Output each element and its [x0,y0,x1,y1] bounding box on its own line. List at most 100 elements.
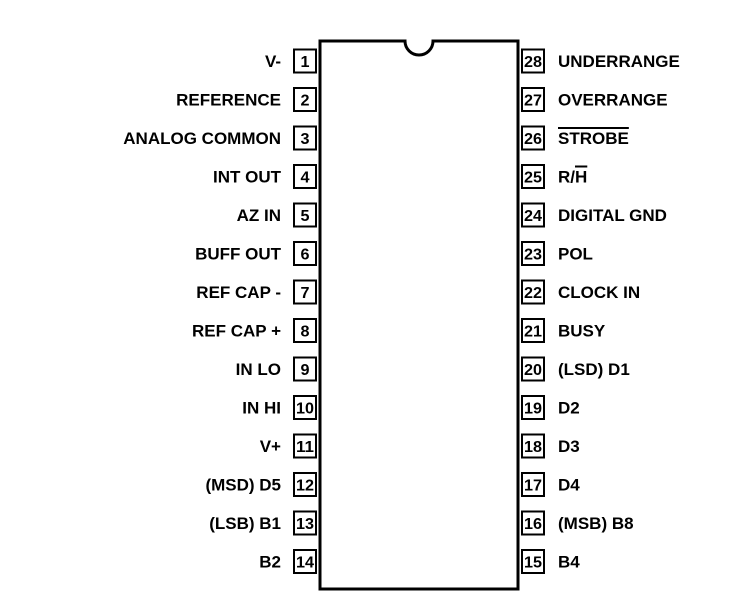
pin-label: B2 [259,553,281,572]
pin-label: BUSY [558,322,606,341]
pin-number: 12 [296,478,314,495]
pin-label: IN HI [242,399,281,418]
pin-box [521,125,545,151]
pin-label: (LSD) D1 [558,360,630,379]
pin-26: 26 STROBE [521,125,629,151]
pin-number: 7 [301,285,310,302]
pin-27: 27 OVERRANGE [521,87,668,112]
pin-21: 21 BUSY [521,318,606,343]
pin-box [521,202,545,228]
pin-box [293,279,317,305]
pin-number: 5 [301,208,310,225]
pin-1: 1 V- [265,48,317,74]
pin-number: 14 [296,555,314,572]
pin-label: ANALOG COMMON [123,129,281,148]
pin-number: 13 [296,516,314,533]
chip-body [318,39,520,591]
pin-number: 21 [524,324,542,341]
pin-box [521,472,545,497]
pin-box [521,48,545,74]
pin-number: 3 [301,131,310,148]
pin-label: POL [558,245,593,264]
pin-number: 4 [301,170,310,187]
pin-label: D4 [558,476,580,495]
pin-label: DIGITAL GND [558,206,667,225]
pin-box [293,510,317,536]
pin-label: STROBE [558,129,629,148]
pin-18: 18 D3 [521,433,580,459]
pin-box [521,356,545,382]
pin-number: 22 [524,285,542,302]
pin-number: 23 [524,247,542,264]
pin-box [293,318,317,343]
pin-label: D2 [558,399,580,418]
pin-box [293,472,317,497]
pin-box [293,356,317,382]
pin-box [293,549,317,574]
pin-6: 6 BUFF OUT [195,241,317,266]
pin-label: (LSB) B1 [209,514,281,533]
pin-number: 26 [524,131,542,148]
pin-box [521,164,545,189]
pin-box [293,164,317,189]
pin-box [293,202,317,228]
pin-number: 19 [524,401,542,418]
pin-label: (MSD) D5 [205,476,281,495]
pin-label: REF CAP + [192,322,281,341]
pin-label: AZ IN [237,206,281,225]
pin-5: 5 AZ IN [237,202,317,228]
pin-label: REFERENCE [176,91,281,110]
pin-number: 8 [301,324,310,341]
pin-label: REF CAP - [196,283,281,302]
pin-label: CLOCK IN [558,283,640,302]
pin-box [521,549,545,574]
pin-number: 17 [524,478,542,495]
pin-number: 10 [296,401,314,418]
pin-label: BUFF OUT [195,245,282,264]
right-pin-group: 28 UNDERRANGE 27 OVERRANGE 26 STROBE 25 R/H 24 DI… [521,48,680,574]
pin-12: 12 (MSD) D5 [205,472,317,497]
pin-3: 3 ANALOG COMMON [123,125,317,151]
pin-number: 11 [296,439,314,456]
pin-number: 18 [524,439,542,456]
pin-number: 9 [301,362,310,379]
pin-label: INT OUT [213,168,282,187]
pin-label: UNDERRANGE [558,52,680,71]
pin-label: B4 [558,553,580,572]
pin-label: V- [265,52,281,71]
pin-number: 25 [524,170,542,187]
pin-14: 14 B2 [259,549,317,574]
pin-11: 11V+ [260,433,317,459]
pin-label: OVERRANGE [558,91,668,110]
pin-number: 16 [524,516,542,533]
pin-number: 28 [524,54,542,71]
pin-9: 9 IN LO [236,356,317,382]
pin-number: 2 [301,93,310,110]
pin-box [293,395,317,420]
pin-box [521,433,545,459]
pin-number: 6 [301,247,310,264]
pin-number: 1 [301,54,310,71]
pin-17: 17 D4 [521,472,580,497]
pin-label: R/H [558,168,587,187]
pin-19: 19 D2 [521,395,580,420]
pin-box [521,318,545,343]
pin-box [293,125,317,151]
pin-2: 2 REFERENCE [176,87,317,112]
pin-8: 8 REF CAP + [192,318,317,343]
pin-28: 28 UNDERRANGE [521,48,680,74]
pin-box [521,241,545,266]
pin-box [293,241,317,266]
pin-label: D3 [558,437,580,456]
pin-25: 25 R/H [521,164,588,189]
pin-number: 24 [524,208,542,225]
pin-label: IN LO [236,360,281,379]
pin-22: 22 CLOCK IN [521,279,640,305]
left-pin-group: 1 V- 2 REFERENCE 3 ANALOG COMMON 4 INT OUT 5 AZ I… [123,48,317,574]
pin-20: 20(LSD) D1 [521,356,630,382]
pin-number: 27 [524,93,542,110]
pin-24: 24 DIGITAL GND [521,202,667,228]
pin-box [293,48,317,74]
